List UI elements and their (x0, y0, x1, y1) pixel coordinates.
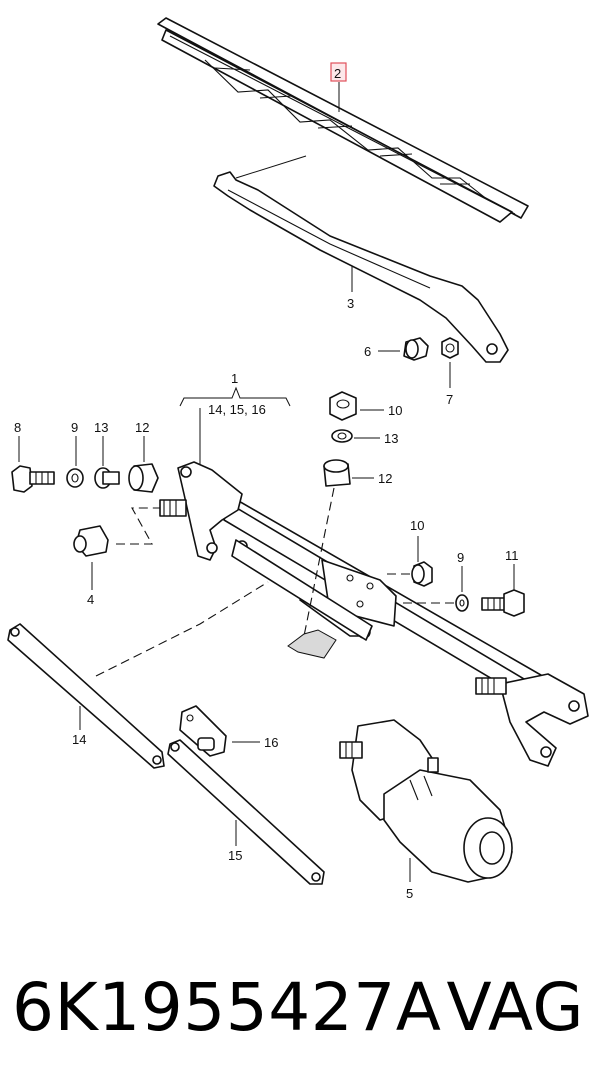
bush-13-right (331, 429, 353, 443)
nut-7 (441, 337, 459, 359)
callout-11: 11 (505, 548, 519, 563)
callout-3: 3 (347, 296, 354, 311)
part-number: 6K1955427A (12, 969, 442, 1046)
callout-7: 7 (446, 392, 453, 407)
grommet-12-right (323, 459, 351, 487)
callout-9-left: 9 (71, 420, 78, 435)
callout-6: 6 (364, 344, 371, 359)
brand-name: VAG (446, 969, 584, 1046)
wiper-motor (339, 719, 513, 883)
callout-13-right: 13 (384, 431, 398, 446)
callout-16: 16 (264, 735, 278, 750)
bolt-11 (481, 589, 525, 617)
callout-12-left: 12 (135, 420, 149, 435)
bush-4 (73, 525, 109, 557)
callout-1-subparts: 14, 15, 16 (208, 402, 266, 417)
callout-13-left: 13 (94, 420, 108, 435)
callout-12-right: 12 (378, 471, 392, 486)
callout-15: 15 (228, 848, 242, 863)
grommet-12-left (128, 463, 159, 493)
callout-9-right: 9 (457, 550, 464, 565)
callout-2-highlight (330, 62, 347, 82)
callout-14: 14 (72, 732, 86, 747)
washer-9-right (455, 594, 469, 612)
connecting-rod-15 (167, 739, 325, 885)
callout-5: 5 (406, 886, 413, 901)
connecting-rod-14 (7, 623, 165, 769)
nut-10-top (329, 391, 357, 421)
callout-10-side: 10 (410, 518, 424, 533)
washer-9-left (66, 468, 84, 488)
callout-10-top: 10 (388, 403, 402, 418)
callout-8: 8 (14, 420, 21, 435)
callout-2: 2 (334, 66, 341, 81)
callout-1: 1 (231, 371, 238, 386)
caption: 6K1955427A VAG (0, 958, 600, 1068)
callout-4: 4 (87, 592, 94, 607)
bush-13-left (94, 467, 120, 489)
wiper-linkage-frame (159, 461, 589, 767)
bracket-16 (179, 705, 227, 757)
cap-6 (403, 337, 429, 361)
bolt-8 (11, 465, 55, 493)
wiper-blade (157, 17, 529, 223)
nut-10-side (411, 561, 433, 587)
wiper-arm (213, 171, 509, 363)
wiper-exploded-diagram: 2 3 6 7 1 14, 15, 16 8 9 13 12 10 13 12 … (7, 17, 589, 901)
